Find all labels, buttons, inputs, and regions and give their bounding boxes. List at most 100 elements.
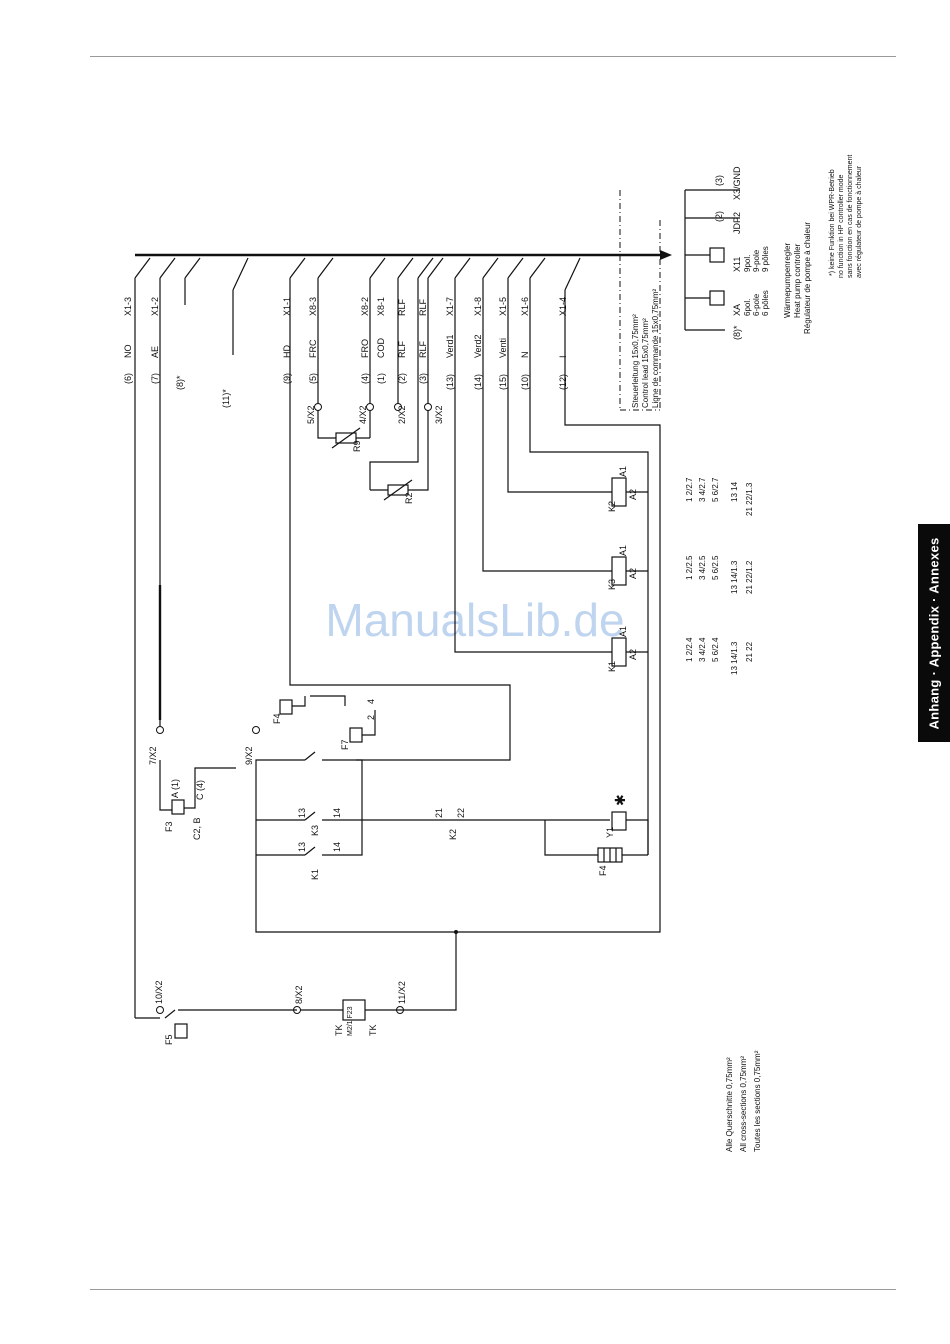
- tk-box: [342, 999, 366, 1021]
- f3-box: [171, 799, 185, 815]
- terminal-9x2: [252, 726, 260, 734]
- wire-8: [184, 257, 201, 305]
- wire-n: [529, 257, 649, 855]
- x11-label: X11: [732, 257, 742, 272]
- label-k3-13: 13: [297, 808, 307, 818]
- wire-cod: [397, 257, 414, 407]
- f7-wire: [292, 696, 376, 736]
- wire-num-9: (3): [418, 373, 428, 384]
- control-lead-de: Steuerleitung 15x0,75mm²: [631, 314, 640, 408]
- label-f3-c: C (4): [195, 780, 205, 800]
- wire-sig-7: COD: [376, 338, 386, 359]
- wire-term-13: X1-6: [520, 297, 530, 316]
- x11-pole: 9-pole: [752, 249, 761, 272]
- k2-contact-table: 1 2/2.7 3 4/2.7 5 6/2.7 13 14 21 22/1.3: [685, 477, 754, 516]
- k3-contact-table: 1 2/2.5 3 4/2.5 5 6/2.5 13 14/1.3 21 22/…: [685, 555, 754, 594]
- wire-term-11: X1-8: [473, 297, 483, 316]
- label-7x2: 7/X2: [148, 746, 158, 765]
- footnote-en: no function in HP controller mode: [838, 175, 845, 278]
- wire-sig-14: I: [558, 355, 568, 358]
- f4-box: [279, 699, 293, 715]
- r2-arrow: [383, 479, 413, 501]
- wire-sig-10: Verd1: [445, 334, 455, 358]
- k2-contact-row: 1 2/2.7: [685, 477, 694, 502]
- wire-frc: [317, 257, 334, 407]
- fan-icon: ✱: [612, 794, 628, 806]
- label-4x2: 4/X2: [358, 405, 368, 424]
- controller-en: Heat pump controller: [793, 243, 802, 318]
- bottom-rule: [90, 1289, 896, 1290]
- label-f7: F7: [340, 739, 350, 750]
- mark-3: (3): [714, 175, 724, 186]
- xa-pole: 6-pole: [752, 293, 761, 316]
- footnote-de: *) keine Funktion bei WPR-Betrieb: [829, 169, 836, 276]
- r2-leads: [370, 407, 429, 491]
- wire-num-0: (6): [123, 373, 133, 384]
- label-k1-a1: A1: [618, 626, 628, 637]
- label-8x2: 8/X2: [294, 985, 304, 1004]
- label-k3: K3: [607, 579, 617, 590]
- controller-wires: [684, 189, 740, 331]
- label-tk: TK: [334, 1024, 344, 1036]
- label-r9: R9: [352, 440, 362, 452]
- wire-term-5: X8-3: [308, 297, 318, 316]
- wire-num-6: (4): [360, 373, 370, 384]
- wire-num-13: (10): [520, 374, 530, 390]
- wire-term-4: X1-1: [282, 297, 292, 316]
- label-11x2: 11/X2: [397, 981, 407, 1004]
- k3-contact-row: 21 22/1.2: [745, 560, 754, 594]
- label-k2-21: 21: [434, 808, 444, 818]
- terminal-10x2: [156, 1006, 164, 1014]
- wire-num-1: (7): [150, 373, 160, 384]
- wire-num-5: (5): [308, 373, 318, 384]
- bottom-loop: [135, 932, 457, 1019]
- control-lead-fr: Ligne de commande 15x0,75mm²: [651, 288, 660, 408]
- wire-11: [232, 257, 249, 355]
- x11-pol: 9pol.: [743, 255, 752, 272]
- wire-num-3: (11)*: [221, 389, 231, 408]
- k1-contact-row: 5 6/2.4: [711, 637, 720, 662]
- k1-contact-row: 3 4/2.4: [698, 637, 707, 662]
- r9-leads: [317, 407, 370, 439]
- f4-heater-bars: [603, 848, 617, 862]
- contact-blades: [304, 751, 316, 856]
- label-k2-a1: A1: [618, 466, 628, 477]
- mark-2: (2): [714, 211, 724, 222]
- xa-poles: 6 pôles: [761, 290, 770, 316]
- dashed-control-1: [619, 190, 660, 411]
- wire-term-7: X8-1: [376, 297, 386, 316]
- label-k2: K2: [607, 501, 617, 512]
- control-lead-en: Control lead 15x0,75mm²: [641, 318, 650, 408]
- wire-verd2: [482, 257, 612, 572]
- wire-sig-5: FRC: [308, 339, 318, 358]
- f4-switch-wire: [310, 695, 346, 706]
- k2-contact-row: 5 6/2.7: [711, 477, 720, 502]
- wire-term-10: X1-7: [445, 297, 455, 316]
- terminal-4x2: [366, 403, 374, 411]
- wire-sig-6: FRO: [360, 339, 370, 358]
- label-y1: Y1: [605, 827, 615, 838]
- controller-fr: Régulateur de pompe à chaleur: [803, 222, 812, 334]
- controller-de: Wärmepumpenregler: [783, 243, 792, 318]
- xa-pol: 6pol.: [743, 299, 752, 316]
- wire-fro: [369, 257, 386, 438]
- wire-num-11: (14): [473, 374, 483, 390]
- wire-term-0: X1-3: [123, 297, 133, 316]
- cross-en: All cross-sections 0,75mm²: [739, 1056, 748, 1152]
- label-k2-contact: K2: [448, 829, 458, 840]
- y1-coil: [611, 811, 627, 831]
- wire-num-12: (15): [498, 374, 508, 390]
- wire-term-8: RLF: [397, 298, 407, 316]
- y1-f4-wiring: [544, 819, 649, 856]
- f3-c-wire: [184, 767, 236, 809]
- label-k3-a2: A2: [628, 568, 638, 579]
- label-k2-22: 22: [456, 808, 466, 818]
- k3-contact-row: 13 14/1.3: [730, 560, 739, 594]
- wire-no: [134, 257, 151, 1018]
- label-5x2: 5/X2: [306, 405, 316, 424]
- k3-contact-row: 3 4/2.5: [698, 555, 707, 580]
- wire-num-14: (12): [558, 374, 568, 390]
- k-contacts-left: [256, 819, 305, 856]
- wire-sig-1: AE: [150, 346, 160, 358]
- label-f4-heater: F4: [598, 865, 608, 876]
